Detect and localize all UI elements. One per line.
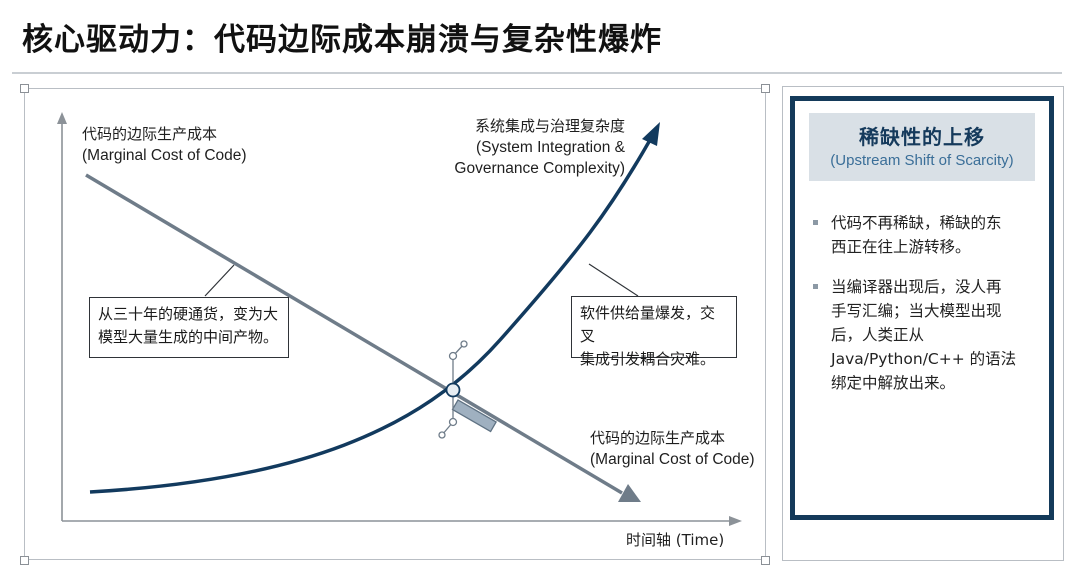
callout-right-line-2: 集成引发耦合灾难。 — [580, 350, 716, 368]
x-axis-arrow-icon — [729, 516, 742, 526]
list-item: 代码不再稀缺，稀缺的东 西正在往上游转移。 — [813, 211, 1043, 259]
y-axis-arrow-icon — [57, 112, 67, 124]
scarcity-panel-subtitle: (Upstream Shift of Scarcity) — [830, 152, 1014, 169]
falling-cost-line — [85, 173, 623, 495]
list-item: 当编译器出现后，没人再 手写汇编；当大模型出现 后，人类正从 Java/Pyth… — [813, 275, 1043, 395]
bullet-square-icon — [813, 284, 818, 289]
rotate-handle-top-tip — [460, 340, 468, 348]
bullet-text-line: 绑定中解放出来。 — [831, 374, 956, 392]
resize-handle-bottom-right[interactable] — [761, 556, 770, 565]
resize-handle-bottom-left[interactable] — [20, 556, 29, 565]
y-axis-label-en: (Marginal Cost of Code) — [82, 147, 247, 164]
callout-left: 从三十年的硬通货，变为大 模型大量生成的中间产物。 — [89, 297, 289, 358]
falling-line-label: 代码的边际生产成本 (Marginal Cost of Code) — [590, 428, 755, 470]
title-divider — [12, 72, 1062, 74]
bullet-text-line: 代码不再稀缺，稀缺的东 — [831, 214, 1002, 232]
falling-line-label-en: (Marginal Cost of Code) — [590, 451, 755, 468]
rotate-handle-top — [448, 351, 458, 361]
intersection-point — [445, 382, 461, 398]
rising-curve-label-zh: 系统集成与治理复杂度 — [474, 117, 625, 135]
bullet-text-line: 后，人类正从 — [831, 326, 925, 344]
y-axis-label-zh: 代码的边际生产成本 — [82, 125, 218, 143]
callout-right-leader — [588, 263, 639, 297]
rising-complexity-curve — [89, 139, 652, 494]
callout-left-line-2: 模型大量生成的中间产物。 — [98, 328, 279, 346]
x-axis-label: 时间轴 (Time) — [626, 531, 725, 549]
rising-curve-label-en-2: Governance Complexity) — [454, 160, 625, 177]
rising-curve-arrow-icon — [642, 122, 660, 146]
bullet-text-line: 当编译器出现后，没人再 — [831, 278, 1002, 296]
callout-left-leader — [204, 264, 235, 297]
rotate-handle-bottom — [448, 417, 458, 427]
resize-handle-top-left[interactable] — [20, 84, 29, 93]
bullet-square-icon — [813, 220, 818, 225]
rising-curve-label: 系统集成与治理复杂度 (System Integration & Governa… — [430, 116, 625, 179]
page-title: 核心驱动力：代码边际成本崩溃与复杂性爆炸 — [22, 22, 662, 58]
falling-line-arrow-icon — [618, 484, 641, 502]
bullet-text-line: 手写汇编；当大模型出现 — [831, 302, 1002, 320]
rising-curve-label-en-1: (System Integration & — [475, 139, 625, 156]
scarcity-panel: 稀缺性的上移 (Upstream Shift of Scarcity) 代码不再… — [790, 96, 1054, 520]
diagram-frame — [24, 88, 766, 560]
scarcity-panel-title: 稀缺性的上移 — [859, 125, 985, 149]
scarcity-bullet-list: 代码不再稀缺，稀缺的东 西正在往上游转移。 当编译器出现后，没人再 手写汇编；当… — [813, 211, 1043, 411]
callout-right: 软件供给量爆发，交叉 集成引发耦合灾难。 — [571, 296, 737, 368]
falling-line-label-zh: 代码的边际生产成本 — [590, 429, 726, 447]
callout-right-line-1: 软件供给量爆发，交叉 — [580, 304, 716, 345]
sidebar-frame — [782, 86, 1064, 561]
bullet-text-line: 西正在往上游转移。 — [831, 238, 971, 256]
resize-handle-top-right[interactable] — [761, 84, 770, 93]
bullet-text-line: Java/Python/C++ 的语法 — [831, 350, 1017, 368]
y-axis-label: 代码的边际生产成本 (Marginal Cost of Code) — [82, 124, 247, 166]
intersection-manipulator — [438, 340, 468, 439]
scarcity-panel-header: 稀缺性的上移 (Upstream Shift of Scarcity) — [809, 113, 1035, 181]
overlap-bar — [451, 399, 497, 433]
callout-left-line-1: 从三十年的硬通货，变为大 — [98, 305, 279, 323]
rotate-handle-bottom-tip — [438, 431, 446, 439]
